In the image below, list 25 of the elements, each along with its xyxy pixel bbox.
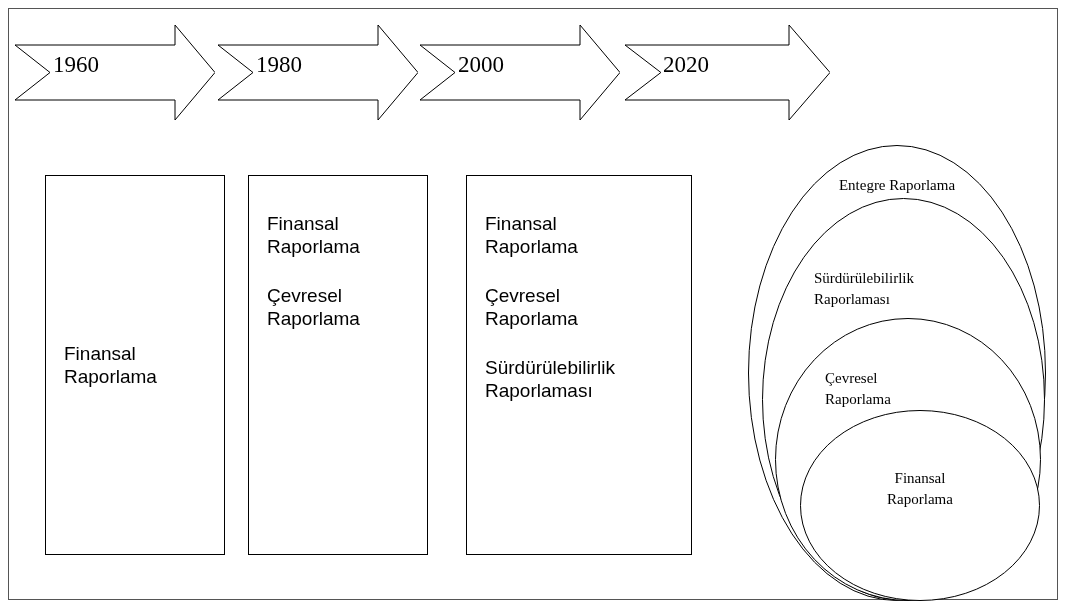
stage-box [248,175,428,555]
nested-ellipse [775,318,1041,601]
year-label: 1980 [256,52,302,77]
year-label: 1960 [53,52,99,77]
report-type-text: Sürdürülebilirlik Raporlaması [814,269,915,309]
nested-ellipse [748,145,1046,601]
report-type-text: Entegre Raporlama [838,176,956,195]
timeline-step [420,25,620,120]
report-type-text: Çevresel Raporlama [267,284,361,330]
report-type-text: Finansal Raporlama [886,469,954,509]
report-type-text: Sürdürülebilirlik Raporlaması [485,356,616,402]
year-label: 2000 [458,52,504,77]
report-type-text: Çevresel Raporlama [825,369,892,409]
timeline-step [15,25,215,120]
stage-box [466,175,692,555]
report-type-text: Finansal Raporlama [64,342,158,388]
timeline-step [218,25,418,120]
nested-ellipse [762,198,1045,601]
nested-ellipse [800,410,1040,601]
report-type-text: Finansal Raporlama [267,212,361,258]
report-type-text: Çevresel Raporlama [485,284,579,330]
year-label: 2020 [663,52,709,77]
timeline-step [625,25,830,120]
stage-box [45,175,225,555]
report-type-text: Finansal Raporlama [485,212,579,258]
